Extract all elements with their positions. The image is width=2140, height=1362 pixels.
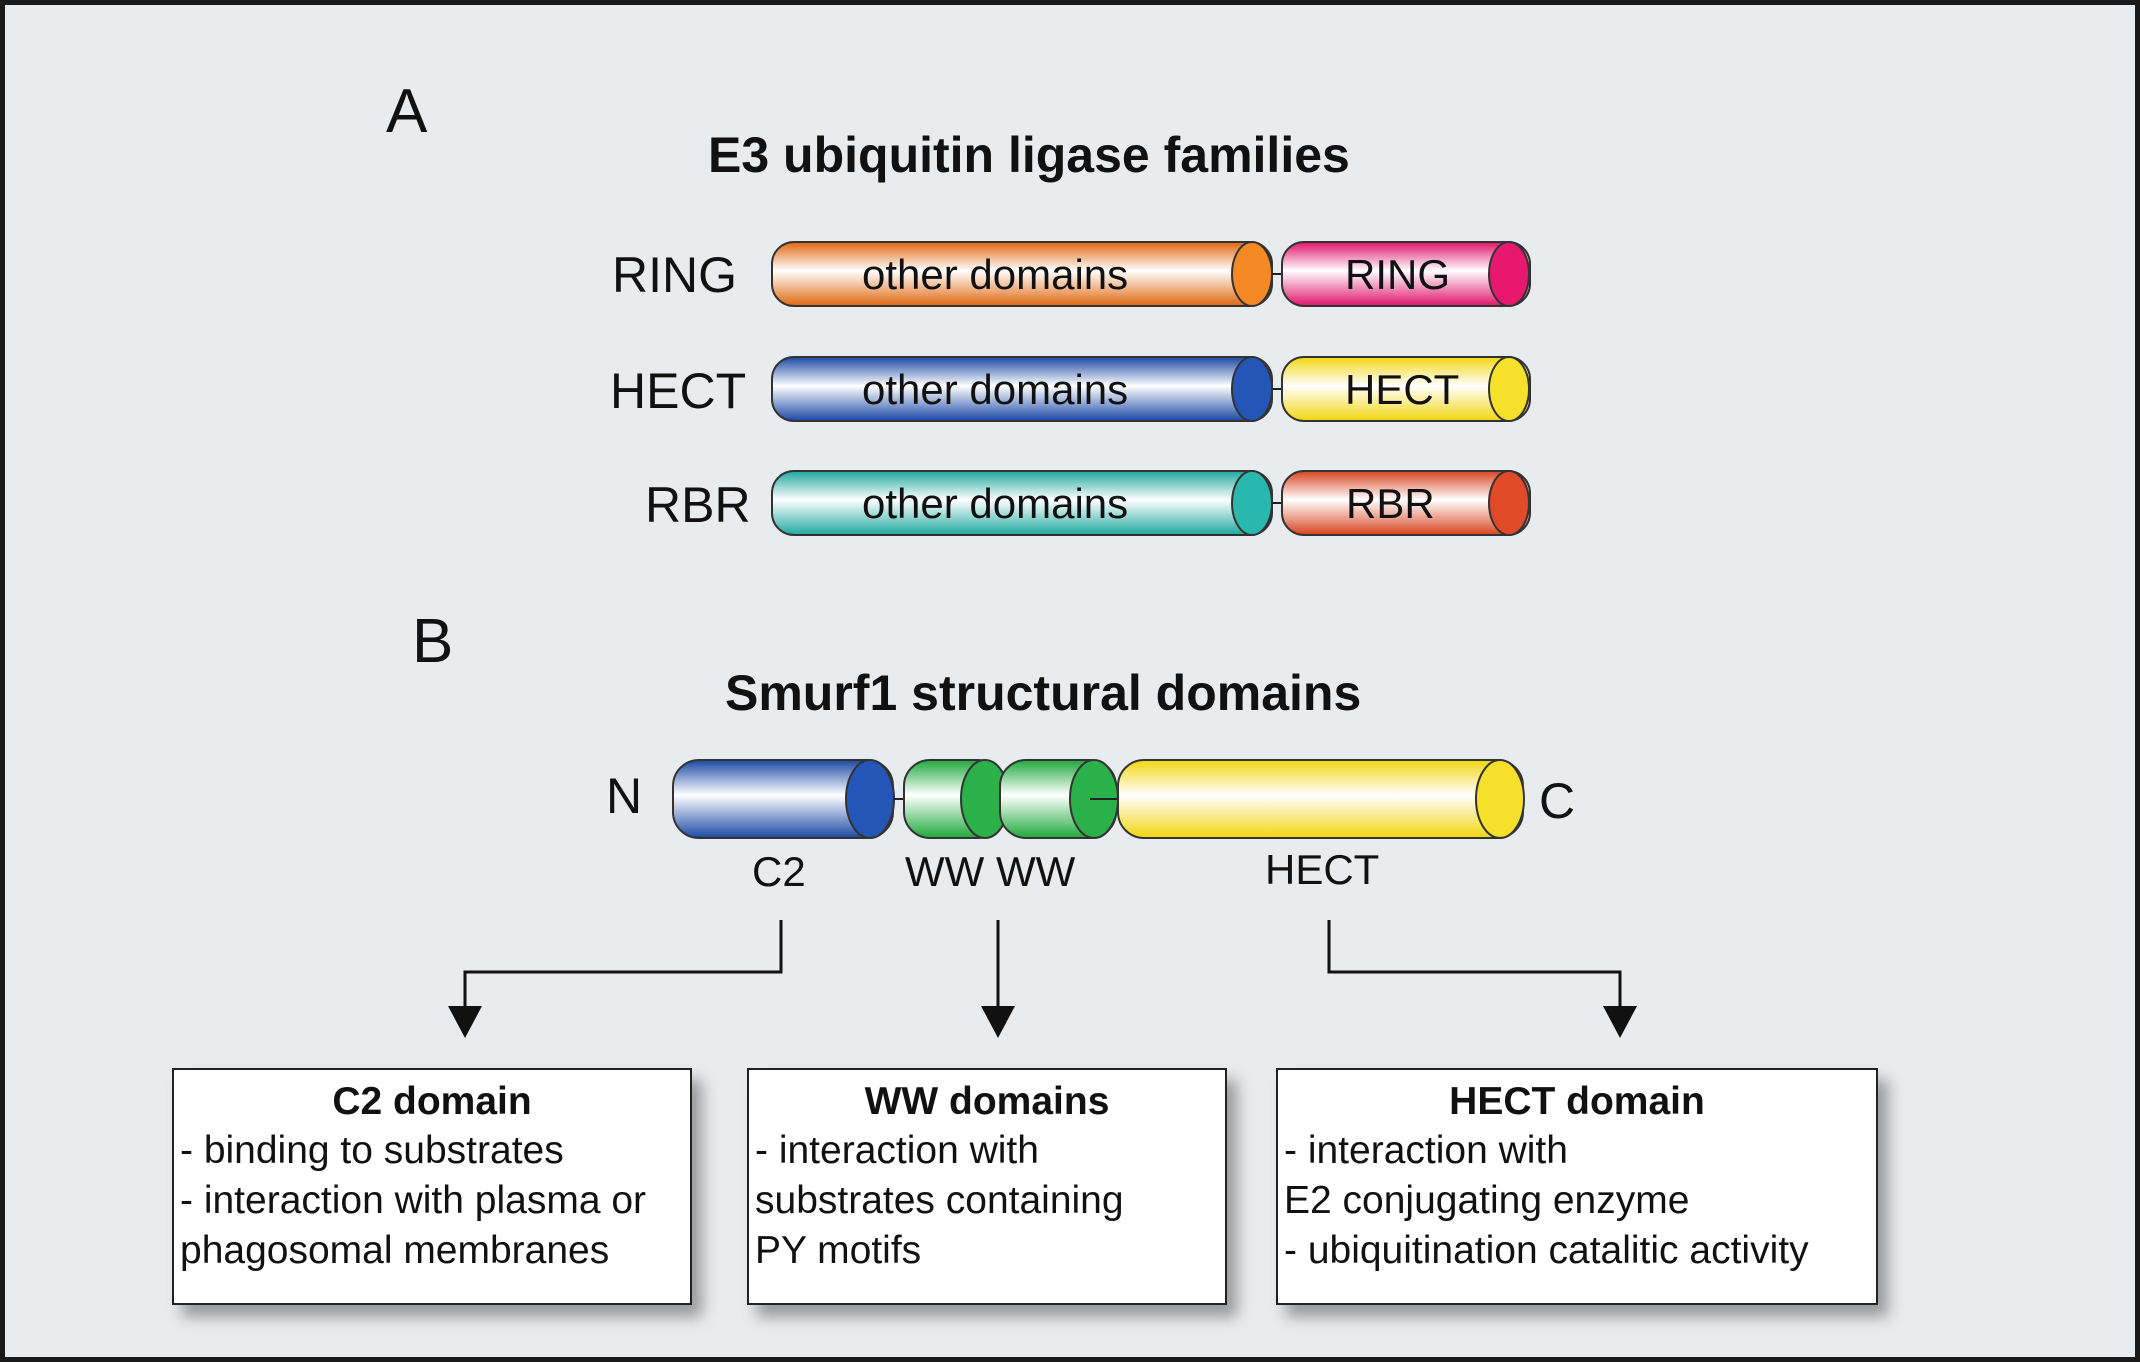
box-title: HECT domain [1449, 1080, 1705, 1123]
n-terminus-label: N [606, 768, 643, 824]
cylinder-hect-domain [1281, 356, 1531, 422]
row-label-ring: RING [612, 247, 737, 303]
cylinder-hect-other-domains [771, 356, 1273, 422]
box-line: - interaction with [1284, 1129, 1568, 1172]
panel-a-title: E3 ubiquitin ligase families [708, 127, 1350, 183]
arrowhead-ww [981, 1006, 1015, 1038]
cylinder-ring-domain [1281, 241, 1531, 307]
cylinder-hect [1117, 759, 1525, 839]
arrowhead-c2 [448, 1006, 482, 1038]
arrow-c2 [463, 920, 783, 1010]
box-line: - binding to substrates [180, 1129, 564, 1172]
arrowhead-hect [1603, 1006, 1637, 1038]
rbr-other-domains-label: other domains [862, 480, 1129, 527]
box-title: WW domains [864, 1080, 1110, 1123]
box-line: - interaction with [755, 1129, 1039, 1172]
panel-b-letter: B [412, 607, 454, 676]
panel-a-letter: A [386, 77, 428, 146]
box-line: PY motifs [755, 1229, 922, 1272]
hect-label: HECT [1265, 846, 1380, 893]
arrow-hect [1327, 920, 1622, 1010]
box-line: - interaction with plasma or [180, 1179, 647, 1222]
row-label-rbr: RBR [645, 477, 751, 533]
box-title: C2 domain [332, 1080, 532, 1123]
hect-other-domains-label: other domains [862, 366, 1129, 413]
rbr-domain-label: RBR [1346, 480, 1435, 527]
ww-domains-box: WW domains - interaction with substrates… [747, 1068, 1227, 1305]
box-line: phagosomal membranes [180, 1229, 610, 1272]
c-terminus-label: C [1539, 773, 1576, 829]
cylinder-c2 [672, 759, 895, 839]
box-line: substrates containing [755, 1179, 1124, 1222]
ring-other-domains-label: other domains [862, 251, 1129, 298]
panel-b-title: Smurf1 structural domains [725, 665, 1362, 721]
ring-domain-label: RING [1345, 251, 1450, 298]
box-line: E2 conjugating enzyme [1284, 1179, 1690, 1222]
hect-domain-label: HECT [1345, 366, 1460, 413]
row-label-hect: HECT [610, 363, 747, 419]
c2-domain-box: C2 domain - binding to substrates - inte… [172, 1068, 692, 1305]
box-line: - ubiquitination catalitic activity [1284, 1229, 1809, 1272]
c2-label: C2 [752, 848, 806, 895]
hect-domain-box: HECT domain - interaction with E2 conjug… [1276, 1068, 1878, 1305]
cylinder-ww-1 [903, 759, 1010, 839]
ww-label: WW WW [905, 848, 1076, 895]
cylinder-rbr-domain [1281, 470, 1531, 536]
cylinder-ring-other-domains [771, 241, 1273, 307]
